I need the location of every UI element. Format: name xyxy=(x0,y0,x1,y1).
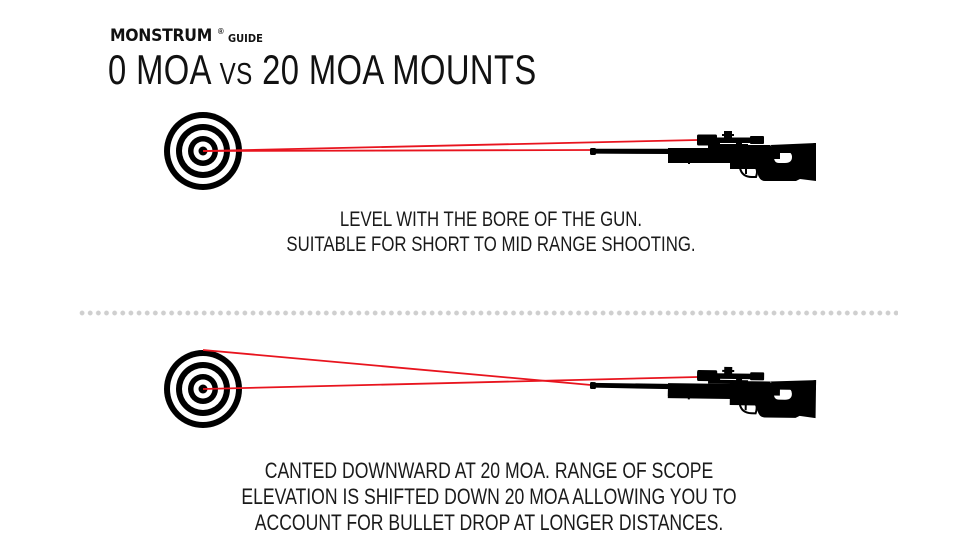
bore-laser-line xyxy=(202,149,592,152)
brand-logo: MONSTRUM ® GUIDE xyxy=(110,25,266,45)
description-0-moa: LEVEL WITH THE BORE OF THE GUN. SUITABLE… xyxy=(2,207,978,257)
description-20-moa: CANTED DOWNWARD AT 20 MOA. RANGE OF SCOP… xyxy=(0,458,978,536)
description-line: SUITABLE FOR SHORT TO MID RANGE SHOOTING… xyxy=(286,233,696,256)
description-line: LEVEL WITH THE BORE OF THE GUN. xyxy=(339,208,643,231)
title-part-1: 0 MOA xyxy=(108,46,220,93)
brand-name: MONSTRUM xyxy=(110,26,212,46)
description-line: ACCOUNT FOR BULLET DROP AT LONGER DISTAN… xyxy=(254,510,724,535)
rifle-icon xyxy=(589,130,817,182)
brand-suffix: GUIDE xyxy=(227,32,263,45)
scope-laser-line xyxy=(202,376,699,390)
dotted-divider xyxy=(78,310,898,316)
page-title: 0 MOA VS 20 MOA MOUNTS xyxy=(108,48,537,96)
scope-laser-line xyxy=(202,139,699,152)
title-part-2: 20 MOA MOUNTS xyxy=(252,46,537,93)
rifle-icon xyxy=(588,364,818,420)
bore-laser-line xyxy=(202,349,592,386)
registered-mark: ® xyxy=(217,27,224,36)
description-line: ELEVATION IS SHIFTED DOWN 20 MOA ALLOWIN… xyxy=(241,484,737,509)
title-vs: VS xyxy=(219,56,253,91)
panel-0-moa xyxy=(164,112,817,190)
panel-20-moa xyxy=(164,349,818,428)
description-line: CANTED DOWNWARD AT 20 MOA. RANGE OF SCOP… xyxy=(264,458,714,483)
